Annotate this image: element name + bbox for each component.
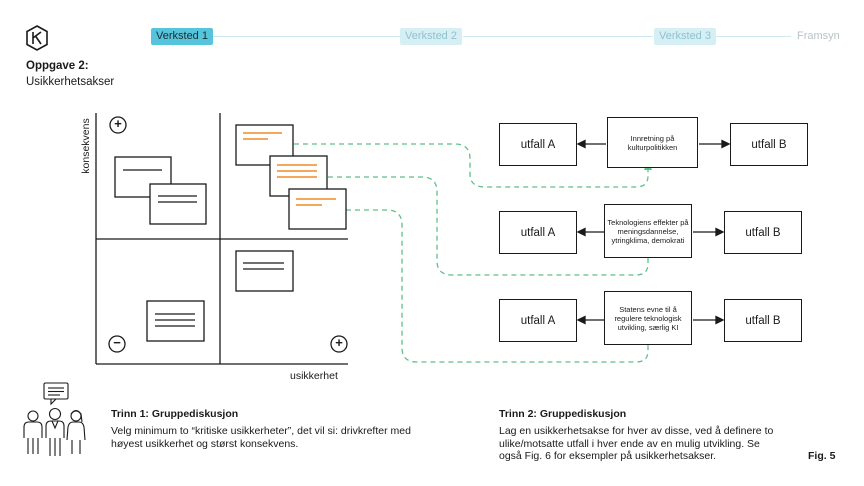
progress-track [716, 36, 791, 37]
note-card [149, 183, 207, 225]
outcome-b-label: utfall B [745, 226, 781, 239]
uncertainty-axis-box: Statens evne til å regulere teknologisk … [604, 291, 692, 345]
outcome-b-box: utfall B [730, 123, 808, 166]
trinn2-title: Trinn 2: Gruppediskusjon [499, 408, 627, 420]
connector-line [294, 143, 649, 188]
step-verksted-2[interactable]: Verksted 2 [400, 28, 462, 45]
x-axis-label: usikkerhet [290, 370, 338, 382]
outcome-b-label: utfall B [745, 314, 781, 327]
critical-card [288, 188, 347, 230]
progress-track [463, 36, 653, 37]
progress-track [212, 36, 402, 37]
step-verksted-3[interactable]: Verksted 3 [654, 28, 716, 45]
trinn1-text: Velg minimum to “kritiske usikkerheter”,… [111, 425, 411, 450]
figure-label: Fig. 5 [808, 450, 836, 462]
task-subtitle: Usikkerhetsakser [26, 76, 115, 88]
plus-icon: + [114, 116, 122, 131]
task-title: Oppgave 2: [26, 60, 89, 72]
outcome-b-box: utfall B [724, 299, 802, 342]
uncertainty-axis-label: Statens evne til å regulere teknologisk … [614, 304, 682, 332]
outcome-a-box: utfall A [499, 123, 577, 166]
outcome-b-label: utfall B [751, 138, 787, 151]
minus-icon: − [113, 335, 121, 350]
uncertainty-axis-label: Teknologiens effekter på meningsdannelse… [607, 217, 689, 245]
outcome-a-label: utfall A [520, 138, 556, 151]
plus-icon: + [335, 335, 343, 350]
outcome-a-box: utfall A [499, 211, 577, 254]
uncertainty-axis-box: Innretning på kulturpolitikken [607, 117, 698, 168]
uncertainty-axis-box: Teknologiens effekter på meningsdannelse… [604, 204, 692, 258]
group-discussion-icon [23, 382, 86, 456]
trinn1-title: Trinn 1: Gruppediskusjon [111, 408, 239, 420]
step-verksted-1[interactable]: Verksted 1 [151, 28, 213, 45]
outcome-a-label: utfall A [520, 226, 556, 239]
outcome-a-box: utfall A [499, 299, 577, 342]
trinn2-text: Lag en usikkerhetsakse for hver av disse… [499, 425, 774, 462]
outcome-a-label: utfall A [520, 314, 556, 327]
step-framsyn[interactable]: Framsyn [797, 30, 840, 42]
y-axis-label: konsekvens [80, 118, 92, 174]
outcome-b-box: utfall B [724, 211, 802, 254]
note-card [146, 300, 205, 342]
uncertainty-axis-label: Innretning på kulturpolitikken [627, 133, 678, 152]
connector-line [328, 176, 649, 276]
connector-line [346, 209, 649, 363]
logo-icon [26, 25, 48, 51]
note-card [235, 250, 294, 292]
